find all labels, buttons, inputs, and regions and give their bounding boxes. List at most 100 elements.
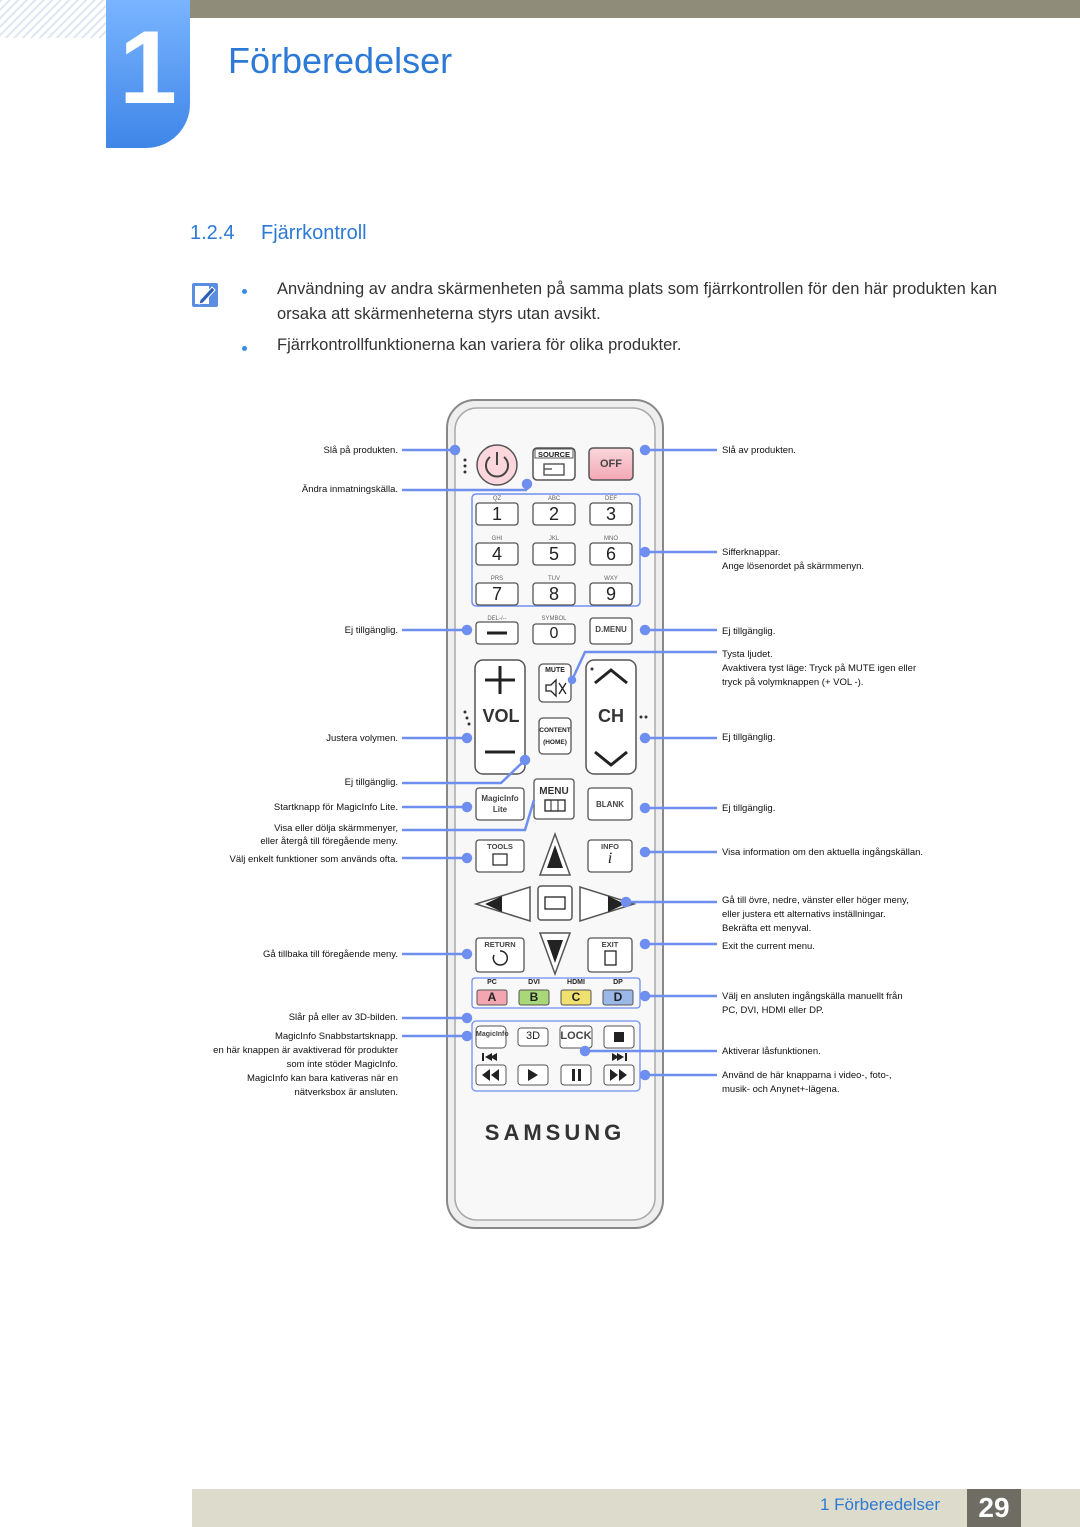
letters-label: DEF — [605, 496, 617, 502]
power-icon — [485, 456, 509, 478]
callout-not-available: Ej tillgänglig. — [344, 625, 398, 636]
channel-up-icon — [594, 668, 628, 685]
input-dvi-label: DVI — [528, 979, 540, 986]
letters-label: MNO — [604, 536, 618, 542]
menu-icon — [544, 799, 566, 812]
exit-label: EXIT — [601, 940, 619, 949]
callout-lock: Aktiverar låsfunktionen. — [722, 1046, 821, 1057]
content-button — [538, 717, 572, 755]
callout-media: Använd de här knapparna i video-, foto-, — [722, 1070, 892, 1081]
letters-label: WXY — [604, 576, 618, 582]
lock-button — [559, 1025, 593, 1049]
callout-navigation: Bekräfta ett menyval. — [722, 923, 812, 934]
callout-3d: Slår på eller av 3D-bilden. — [288, 1012, 398, 1023]
ch-label: CH — [598, 706, 624, 726]
callout-lines-right — [567, 444, 717, 1081]
digit-7: 7 — [491, 584, 502, 604]
callout-mute: tryck på volymknappen (+ VOL -). — [722, 677, 864, 688]
digit-4: 4 — [491, 544, 502, 564]
menu-button — [533, 778, 575, 820]
dmenu-label: D.MENU — [595, 625, 627, 634]
skip-icons — [482, 1053, 627, 1061]
play-icon — [528, 1069, 538, 1081]
callout-magicinfo: en här knappen är avaktiverad för produk… — [213, 1045, 398, 1056]
home-label: (HOME) — [543, 739, 567, 746]
key-c-label: C — [571, 990, 581, 1004]
callout-magicinfo: som inte stöder MagicInfo. — [286, 1059, 398, 1070]
dpad-enter — [537, 885, 573, 921]
callout-navigation: Gå till övre, nedre, vänster eller höger… — [722, 895, 909, 906]
letters-label: PRS — [490, 576, 504, 582]
vol-label: VOL — [482, 706, 520, 726]
key-a — [476, 989, 508, 1006]
key-d-label: D — [613, 990, 623, 1004]
digit-5: 5 — [548, 544, 559, 564]
digit-0: 0 — [549, 625, 559, 642]
symbol-label: SYMBOL — [541, 616, 567, 622]
magicinfo-lite-button — [475, 787, 525, 821]
letters-label: GHI — [491, 536, 503, 542]
chapter-tab — [106, 0, 190, 148]
page-number: 29 — [967, 1489, 1021, 1527]
channel-down-icon — [594, 750, 628, 767]
info-label: INFO — [601, 842, 619, 851]
key-b — [518, 989, 550, 1006]
note-icon — [192, 283, 218, 307]
callout-mute: Avaktivera tyst läge: Tryck på MUTE igen… — [722, 663, 917, 674]
blank-button — [587, 787, 633, 821]
digit-3: 3 — [605, 504, 616, 524]
callout-power-on: Slå på produkten. — [323, 445, 398, 456]
3d-button — [517, 1027, 549, 1047]
letters-label: ABC — [547, 496, 561, 502]
input-dp-label: DP — [613, 979, 623, 986]
return-button — [475, 937, 525, 973]
callout-media: musik- och Anynet+-lägena. — [722, 1084, 840, 1095]
callout-info: Visa information om den aktuella ingångs… — [722, 847, 924, 858]
magicinfo-button — [475, 1025, 507, 1049]
digit-6: 6 — [605, 544, 616, 564]
callout-source: Ändra inmatningskälla. — [301, 484, 398, 495]
note-2: Fjärrkontrollfunktionerna kan variera fö… — [277, 336, 682, 354]
chapter-title: Förberedelser — [228, 40, 453, 81]
pause-icon — [572, 1069, 575, 1081]
key-d — [602, 989, 634, 1006]
callout-magicinfo: MagicInfo Snabbstartsknapp. — [274, 1031, 398, 1042]
callout-navigation: eller justera ett alternativs inställnin… — [722, 909, 886, 920]
callout-numbers: Ange lösenordet på skärmmenyn. — [722, 561, 865, 572]
return-label: RETURN — [484, 940, 516, 949]
blank-label: BLANK — [596, 800, 624, 809]
sensor-dots — [463, 458, 648, 726]
callout-mute: Tysta ljudet. — [722, 649, 773, 660]
note-1-line-1: Användning av andra skärmenheten på samm… — [277, 280, 997, 298]
letters-label: JKL — [548, 536, 560, 542]
digit-9: 9 — [605, 584, 616, 604]
pause-button — [560, 1064, 592, 1086]
lite-label: Lite — [492, 805, 508, 814]
magicinfo-label: MagicInfo — [481, 794, 519, 803]
off-label: OFF — [600, 458, 622, 470]
exit-icon — [604, 950, 617, 966]
callout-magicinfo-lite: Startknapp för MagicInfo Lite. — [273, 802, 398, 813]
rewind-icon — [482, 1069, 499, 1081]
callout-exit: Exit the current menu. — [722, 941, 815, 952]
footer-band — [192, 1489, 1080, 1527]
callout-menu: Visa eller dölja skärmmenyer, — [274, 823, 398, 834]
callout-return: Gå tillbaka till föregående meny. — [262, 949, 398, 960]
input-hdmi-label: HDMI — [567, 979, 585, 986]
dpad-left — [473, 885, 531, 923]
callout-input: PC, DVI, HDMI eller DP. — [722, 1005, 824, 1016]
volume-rocker — [474, 659, 526, 775]
mute-icon — [545, 678, 557, 698]
off-button — [588, 447, 634, 481]
tools-label: TOOLS — [487, 842, 513, 851]
section-title: Fjärrkontroll — [261, 222, 367, 244]
del-label: DEL-/-- — [487, 616, 507, 622]
mute-label: MUTE — [545, 667, 565, 674]
callout-input: Välj en ansluten ingångskälla manuellt f… — [722, 991, 903, 1002]
magicinfo-small-label: MagicInfo — [476, 1031, 509, 1038]
callout-magicinfo: MagicInfo kan bara kativeras när en — [246, 1073, 398, 1084]
menu-label: MENU — [539, 786, 569, 797]
info-button — [587, 839, 633, 873]
note-1-line-2: orsaka att skärmenheterna styrs utan avs… — [277, 305, 601, 323]
key-c — [560, 989, 592, 1006]
